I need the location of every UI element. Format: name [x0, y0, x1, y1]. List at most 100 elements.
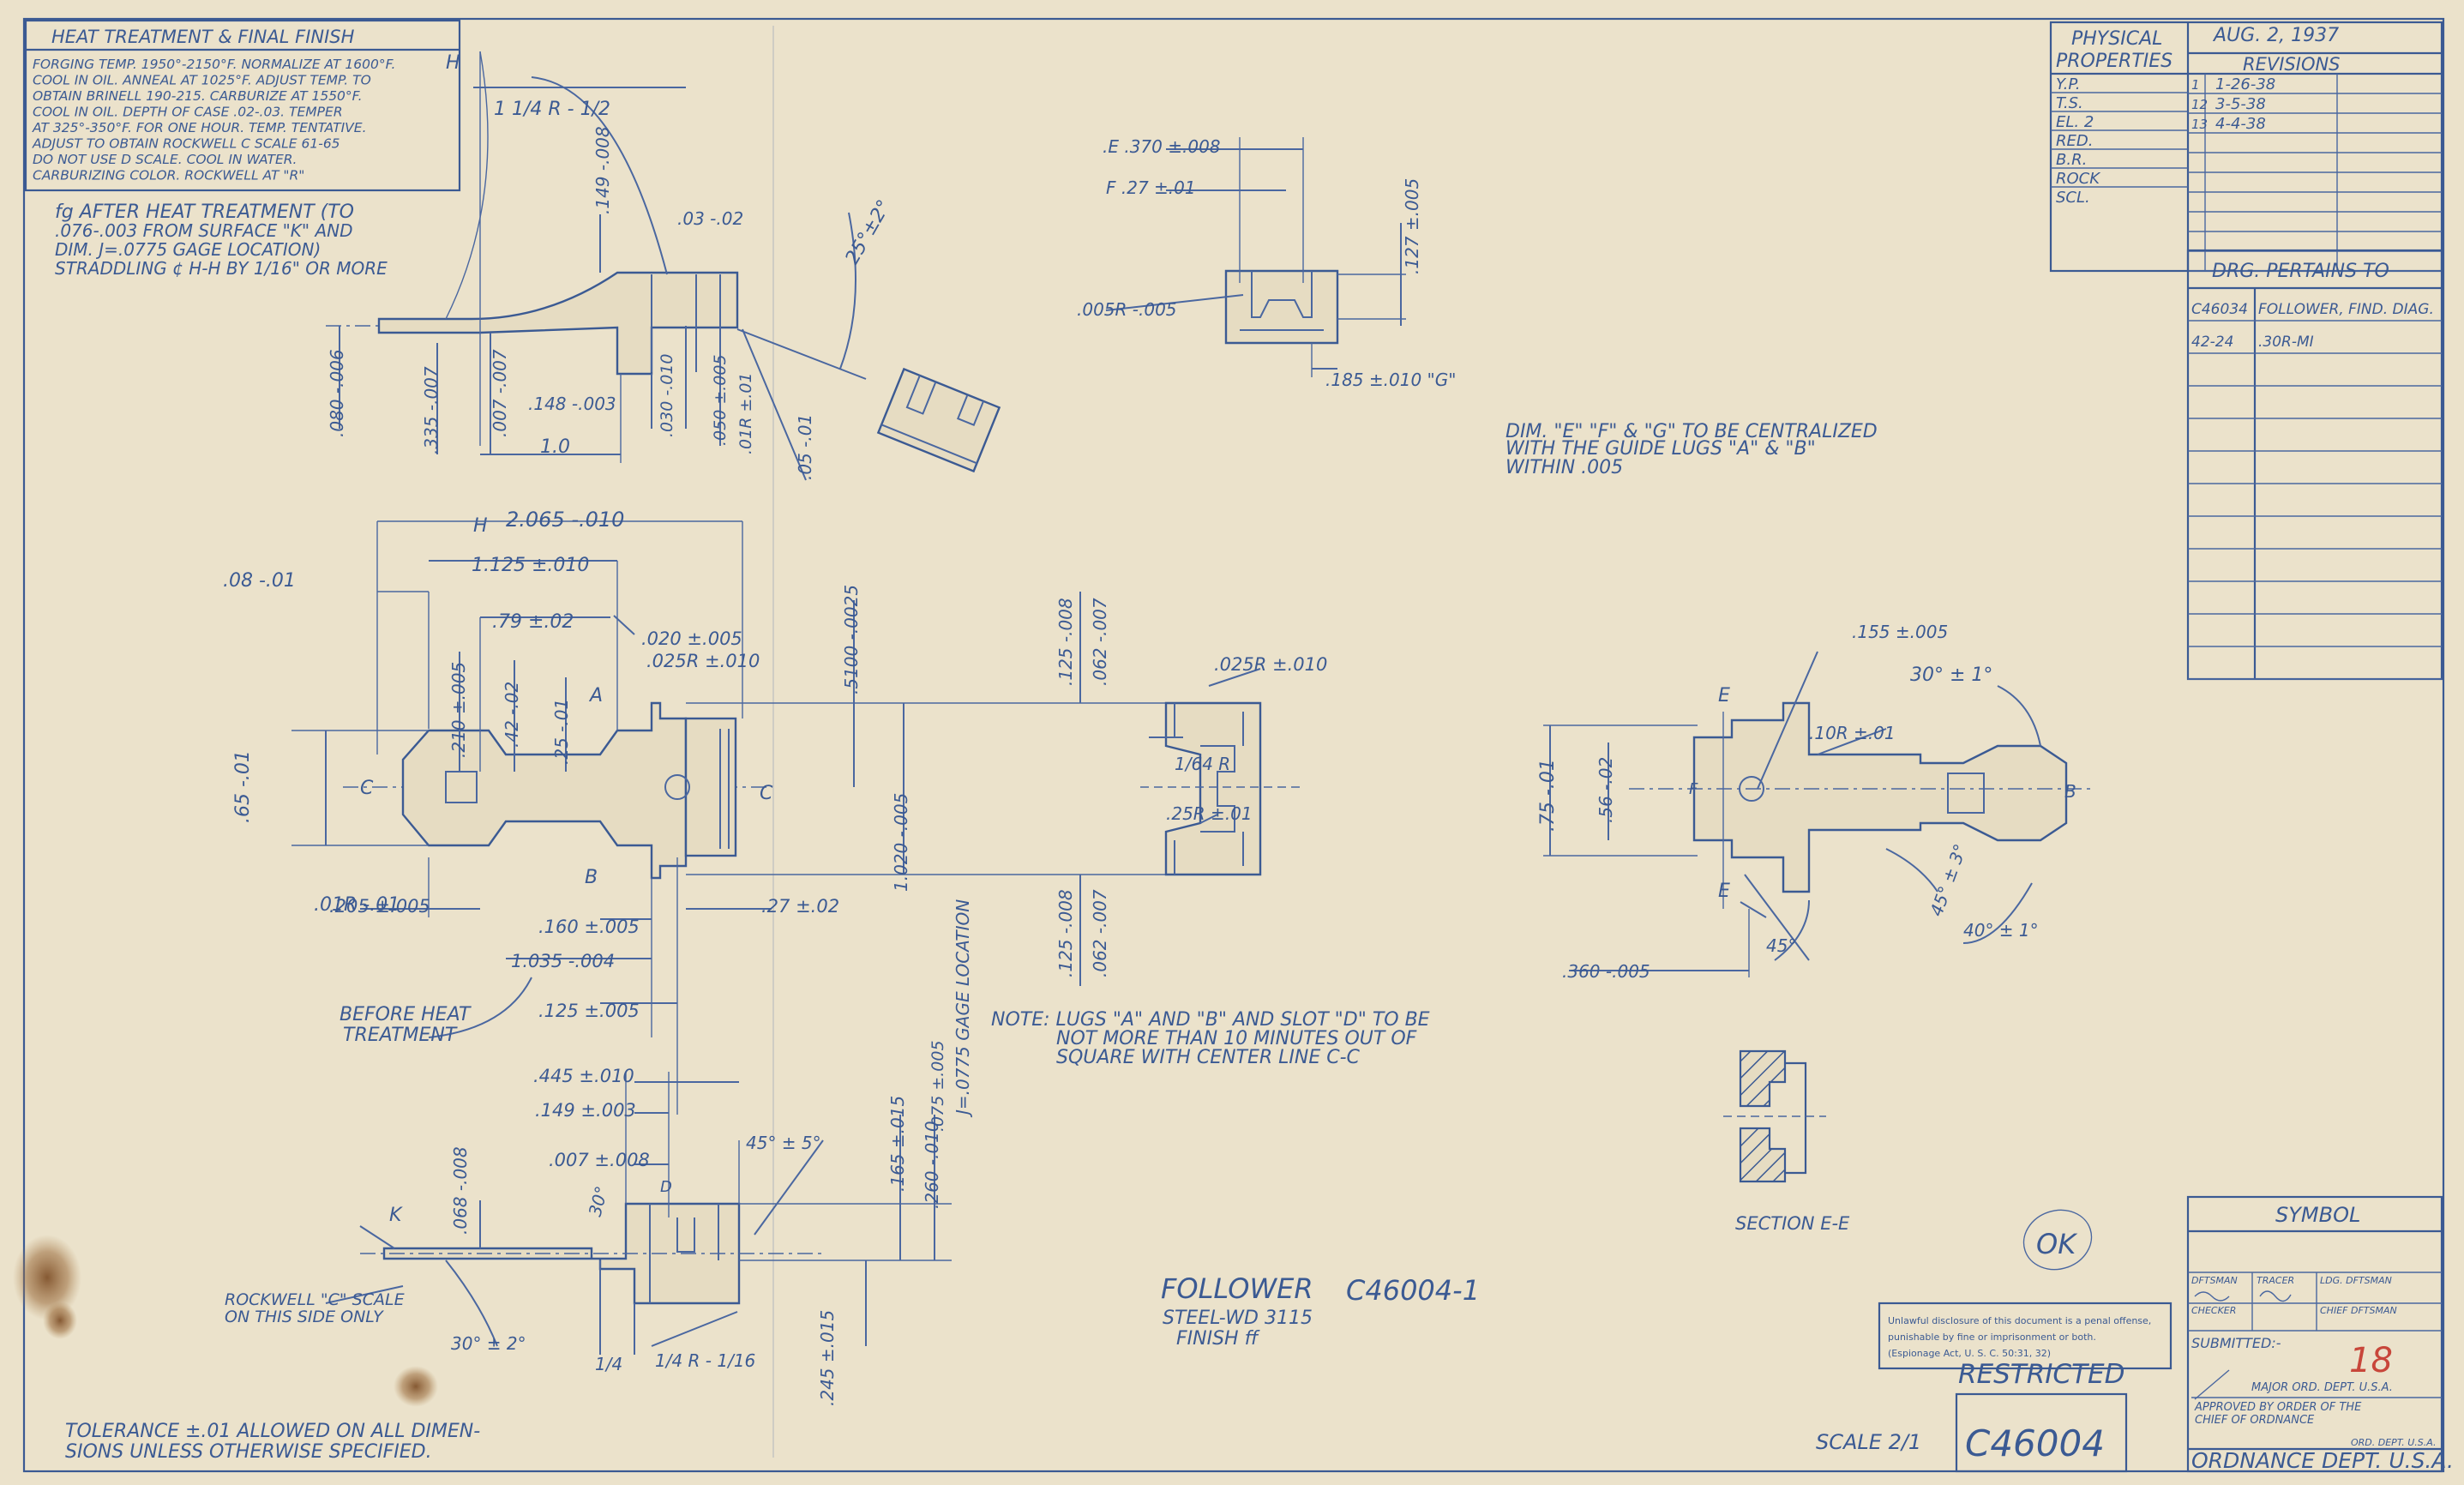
dim-d37: .125 -.008: [1055, 889, 1076, 977]
gage-location-label: J=.0775 GAGE LOCATION: [953, 899, 973, 1118]
note-tolerance-1: TOLERANCE ±.01 ALLOWED ON ALL DIMEN-: [65, 1421, 480, 1442]
espionage-notice: Unlawful disclosure of this document is …: [1878, 1302, 2173, 1370]
dim-d49: 45° ± 3°: [1926, 841, 1971, 919]
dim-d15: 1.125 ±.010: [472, 555, 589, 576]
dim-d40: F .27 ±.01: [1106, 177, 1196, 198]
right-plan-view: E E F B: [1543, 651, 2092, 977]
note-lugs-2: NOT MORE THAN 10 MINUTES OUT OF: [1056, 1028, 1417, 1049]
dim-d53: .445 ±.010: [533, 1066, 634, 1086]
revision-number: 13: [2191, 117, 2208, 132]
label-D-bottom: D: [660, 1178, 672, 1196]
property-row-label: ROCK: [2056, 170, 2100, 188]
note-tolerance-2: SIONS UNLESS OTHERWISE SPECIFIED.: [65, 1441, 432, 1463]
ldg-label: LDG. DFTSMAN: [2320, 1275, 2392, 1286]
dim-d3: .03 -.02: [677, 208, 743, 229]
heat-treatment-title: HEAT TREATMENT & FINAL FINISH: [51, 27, 355, 47]
label-B: B: [585, 867, 598, 888]
dim-d33: .062 -.007: [1090, 598, 1110, 686]
approved-1: APPROVED BY ORDER OF THE: [2194, 1401, 2362, 1414]
dim-d14: 2.065 -.010: [506, 508, 624, 532]
property-row-label: RED.: [2056, 132, 2093, 150]
espionage-line-3: (Espionage Act, U. S. C. 50:31, 32): [1888, 1348, 2051, 1359]
dim-d52: .360 -.005: [1562, 961, 1650, 982]
dim-d27: 1.035 -.004: [511, 951, 615, 971]
dim-d36: .25R ±.01: [1166, 803, 1253, 824]
phys-title-2: PROPERTIES: [2056, 51, 2173, 72]
pertains-title: DRG. PERTAINS TO: [2212, 261, 2389, 282]
dim-d47: .75 -.01: [1537, 759, 1559, 832]
dim-d48: .56 -.02: [1596, 757, 1616, 823]
restricted-label: RESTRICTED: [1958, 1359, 2124, 1390]
dim-d30: .5100 -.0025: [841, 585, 862, 694]
part-name: FOLLOWER: [1161, 1272, 1313, 1305]
dim-d54: .149 ±.003: [535, 1100, 636, 1121]
chief-label: CHIEF DFTSMAN: [2320, 1305, 2397, 1316]
dim-d19: .025R ±.010: [646, 651, 760, 671]
dim-d34: .025R ±.010: [1214, 654, 1327, 675]
dim-d5: .080 -.006: [327, 349, 347, 437]
dim-d44: .155 ±.005: [1852, 622, 1948, 642]
property-row-label: T.S.: [2056, 94, 2083, 112]
dim-d65: .245 ±.015: [817, 1310, 838, 1406]
drawing-date: AUG. 2, 1937: [2212, 25, 2339, 46]
note-heat-2: .076-.003 FROM SURFACE "K" AND: [55, 220, 353, 241]
label-B-right: B: [2064, 781, 2076, 802]
revision-date: 4-4-38: [2215, 115, 2266, 133]
heat-treatment-line: COOL IN OIL. DEPTH OF CASE .02-.03. TEMP…: [33, 105, 343, 120]
note-rockwell-1: ROCKWELL "C" SCALE: [225, 1290, 405, 1309]
dim-d2: .149 -.008: [592, 126, 613, 214]
espionage-line-1: Unlawful disclosure of this document is …: [1888, 1315, 2151, 1326]
revision-number: 1: [2191, 77, 2200, 93]
label-H-top: H: [446, 52, 460, 74]
dim-d24: .01R -.01: [314, 894, 400, 916]
top-side-view: H H: [326, 51, 867, 537]
dim-d4: 25°±2°: [842, 196, 896, 268]
part-number: C46004-1: [1346, 1274, 1480, 1307]
dim-d62: 30° ± 2°: [451, 1333, 526, 1354]
dim-d41: .127 ±.005: [1402, 178, 1422, 274]
note-centralize-3: WITHIN .005: [1505, 457, 1623, 478]
pertains-code: 42-24: [2191, 334, 2233, 351]
signatures: [2194, 1290, 2292, 1302]
heat-treatment-line: CARBURIZING COLOR. ROCKWELL AT "R": [33, 168, 304, 183]
note-centralize-2: WITH THE GUIDE LUGS "A" & "B": [1505, 438, 1816, 460]
dim-d26: .160 ±.005: [538, 917, 640, 937]
dim-d17: .79 ±.02: [492, 611, 574, 633]
label-E-top: E: [1718, 685, 1730, 706]
ok-stamp: [2022, 1209, 2093, 1271]
dim-d51: 40° ± 1°: [1963, 920, 2039, 941]
submitted-label: SUBMITTED:-: [2191, 1335, 2281, 1351]
dim-d63: 1/4: [595, 1354, 622, 1374]
note-rockwell-2: ON THIS SIDE ONLY: [225, 1308, 384, 1326]
top-center-view: [1105, 137, 1406, 377]
label-H-mid: H: [473, 515, 488, 537]
approved-2: CHIEF OF ORDNANCE: [2195, 1414, 2315, 1427]
heat-treatment-line: FORGING TEMP. 1950°-2150°F. NORMALIZE AT…: [33, 57, 395, 72]
pertains-code: C46034: [2191, 301, 2248, 318]
espionage-line-2: punishable by fine or imprisonment or bo…: [1888, 1332, 2096, 1343]
major-label: MAJOR ORD. DEPT. U.S.A.: [2251, 1381, 2393, 1394]
symbol-block: SYMBOL DFTSMAN TRACER LDG. DFTSMAN CHECK…: [2186, 1195, 2454, 1473]
dim-d59: .075 ±.005: [929, 1040, 947, 1132]
revision-date: 3-5-38: [2215, 95, 2266, 113]
note-heat-4: STRADDLING ¢ H-H BY 1/16" OR MORE: [55, 258, 388, 279]
property-row-label: EL. 2: [2056, 113, 2094, 131]
phys-title-1: PHYSICAL: [2071, 28, 2162, 50]
property-row-label: B.R.: [2056, 151, 2087, 169]
dim-d50: 45°: [1766, 935, 1796, 956]
dim-d29: .27 ±.02: [761, 896, 839, 917]
dim-d13: 1.0: [540, 436, 570, 458]
bottom-side-view: K D: [325, 1072, 952, 1355]
dim-d7: .007 -.007: [490, 349, 510, 437]
part-finish: FINISH ff: [1176, 1328, 1260, 1350]
label-C-left: C: [360, 778, 374, 799]
dim-d6: .335 -.007: [421, 366, 442, 454]
dim-d57: .165 ±.015: [887, 1096, 908, 1192]
drawing-number: C46004: [1965, 1422, 2105, 1464]
label-F: F: [1689, 780, 1698, 798]
dim-d20: .210 ±.005: [448, 662, 469, 758]
revision-number: 12: [2191, 97, 2208, 112]
dim-d58: .260 -.010: [922, 1121, 942, 1209]
